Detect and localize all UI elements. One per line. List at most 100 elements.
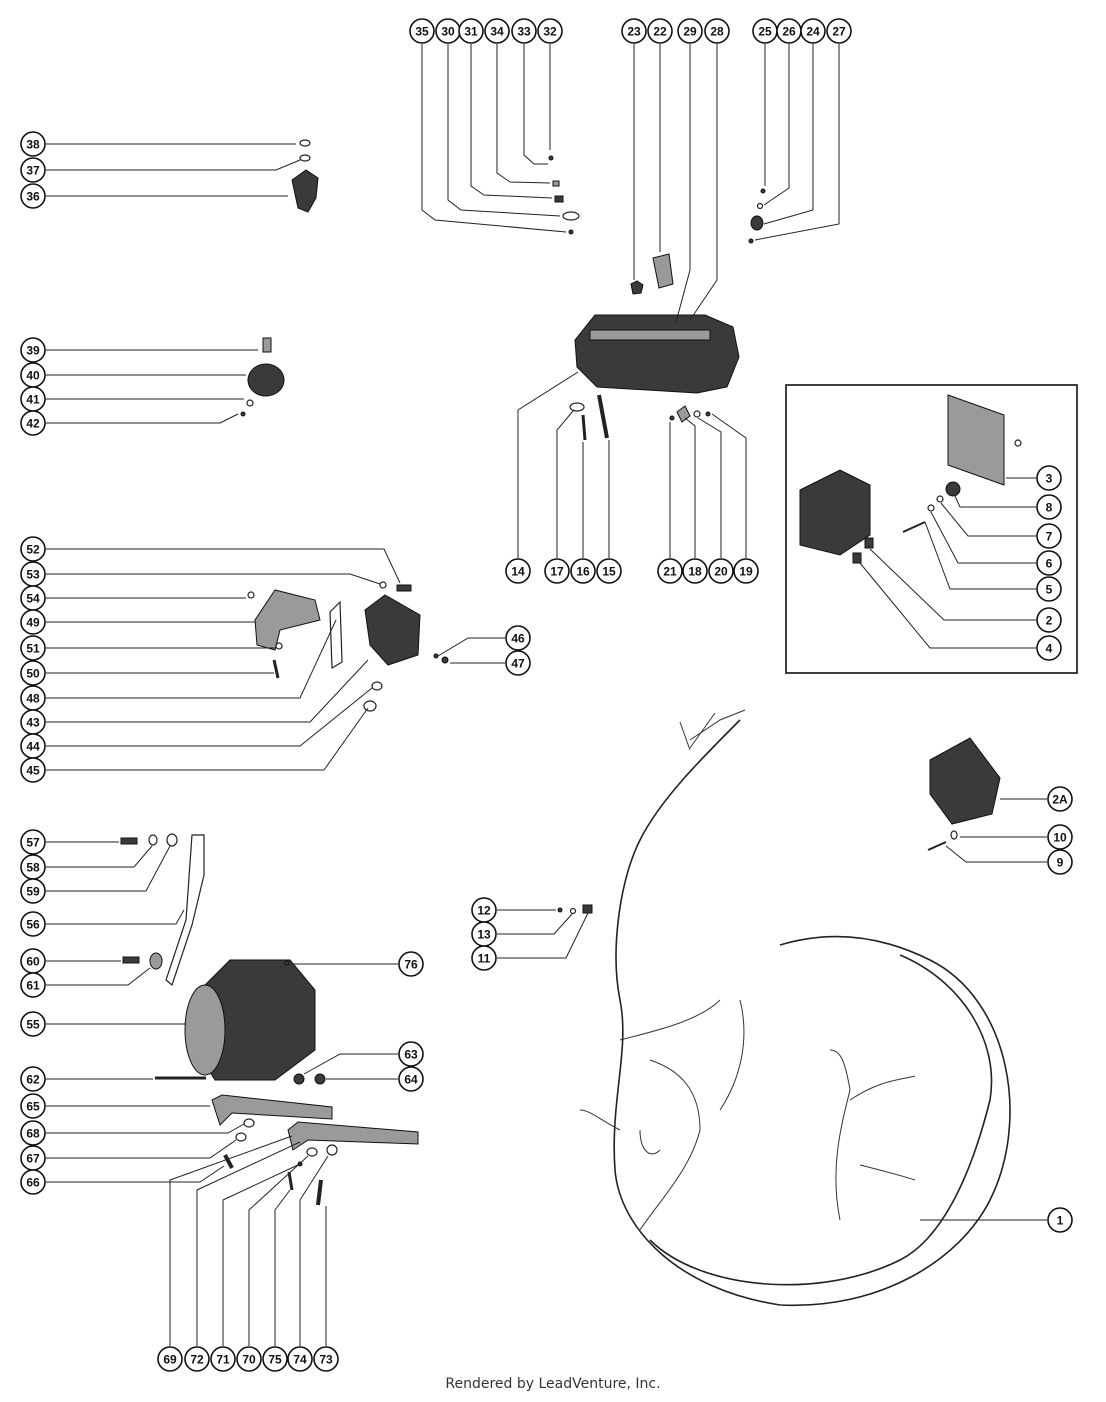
callout-30: 30 — [435, 18, 461, 44]
callout-number: 38 — [26, 138, 40, 152]
callout-circle — [20, 183, 46, 209]
callout-48: 48 — [20, 685, 46, 711]
callout-57: 57 — [20, 829, 46, 855]
callout-circle — [1047, 1207, 1073, 1233]
callout-circle — [657, 558, 683, 584]
callout-6: 6 — [1036, 550, 1062, 576]
callout-number: 76 — [404, 958, 418, 972]
callout-number: 63 — [404, 1048, 418, 1062]
callout-number: 29 — [683, 25, 697, 39]
callout-number: 28 — [710, 25, 724, 39]
callout-circle — [1036, 494, 1062, 520]
callout-number: 30 — [441, 25, 455, 39]
callout-66: 66 — [20, 1169, 46, 1195]
callout-number: 10 — [1053, 831, 1067, 845]
callout-21: 21 — [657, 558, 683, 584]
callout-9: 9 — [1047, 849, 1073, 875]
callout-14: 14 — [505, 558, 531, 584]
callout-26: 26 — [776, 18, 802, 44]
callout-circle — [20, 829, 46, 855]
callout-circle — [505, 625, 531, 651]
callout-number: 71 — [216, 1353, 230, 1367]
callout-number: 21 — [663, 565, 677, 579]
callout-44: 44 — [20, 733, 46, 759]
callout-11: 11 — [471, 945, 497, 971]
callout-61: 61 — [20, 972, 46, 998]
callout-29: 29 — [677, 18, 703, 44]
callout-circle — [471, 945, 497, 971]
callout-70: 70 — [236, 1346, 262, 1372]
callout-circle — [20, 1011, 46, 1037]
callout-58: 58 — [20, 854, 46, 880]
callout-number: 73 — [319, 1353, 333, 1367]
callout-number: 20 — [714, 565, 728, 579]
callout-number: 37 — [26, 164, 40, 178]
callout-41: 41 — [20, 386, 46, 412]
callout-circle — [20, 911, 46, 937]
callout-number: 25 — [758, 25, 772, 39]
callout-number: 12 — [477, 904, 491, 918]
callout-4: 4 — [1036, 635, 1062, 661]
callout-number: 53 — [26, 568, 40, 582]
callout-number: 3 — [1046, 472, 1053, 486]
callout-circle — [20, 1066, 46, 1092]
callout-50: 50 — [20, 660, 46, 686]
callout-55: 55 — [20, 1011, 46, 1037]
callout-circle — [677, 18, 703, 44]
callout-22: 22 — [647, 18, 673, 44]
callout-35: 35 — [409, 18, 435, 44]
callout-circle — [20, 157, 46, 183]
callout-number: 44 — [26, 740, 40, 754]
callout-68: 68 — [20, 1120, 46, 1146]
callout-circle — [505, 558, 531, 584]
callout-69: 69 — [157, 1346, 183, 1372]
callout-number: 54 — [26, 592, 40, 606]
callout-circle — [1047, 786, 1073, 812]
callout-72: 72 — [184, 1346, 210, 1372]
callout-circle — [20, 1169, 46, 1195]
callout-number: 15 — [602, 565, 616, 579]
callout-46: 46 — [505, 625, 531, 651]
callout-number: 4 — [1046, 642, 1053, 656]
callout-number: 48 — [26, 692, 40, 706]
callout-number: 35 — [415, 25, 429, 39]
callout-number: 59 — [26, 885, 40, 899]
callout-number: 43 — [26, 716, 40, 730]
callout-circle — [20, 1093, 46, 1119]
callout-number: 66 — [26, 1176, 40, 1190]
callout-25: 25 — [752, 18, 778, 44]
callout-number: 74 — [293, 1353, 307, 1367]
callout-circle — [313, 1346, 339, 1372]
callout-number: 34 — [490, 25, 504, 39]
callout-circle — [287, 1346, 313, 1372]
callout-number: 8 — [1046, 501, 1053, 515]
callout-74: 74 — [287, 1346, 313, 1372]
callout-circle — [1036, 550, 1062, 576]
callout-number: 27 — [832, 25, 846, 39]
callout-number: 60 — [26, 955, 40, 969]
callout-circle — [1036, 607, 1062, 633]
callout-number: 40 — [26, 369, 40, 383]
callout-circle — [236, 1346, 262, 1372]
callout-number: 23 — [627, 25, 641, 39]
callout-42: 42 — [20, 410, 46, 436]
callout-circle — [1036, 523, 1062, 549]
callout-2a: 2A — [1047, 786, 1073, 812]
callout-40: 40 — [20, 362, 46, 388]
callout-3: 3 — [1036, 465, 1062, 491]
callout-number: 22 — [653, 25, 667, 39]
callout-32: 32 — [537, 18, 563, 44]
callout-circle — [1036, 465, 1062, 491]
callout-circle — [20, 131, 46, 157]
callout-circle — [1036, 576, 1062, 602]
callout-19: 19 — [733, 558, 759, 584]
callout-circle — [505, 650, 531, 676]
callout-circle — [1036, 635, 1062, 661]
callout-45: 45 — [20, 757, 46, 783]
callout-circle — [537, 18, 563, 44]
callout-73: 73 — [313, 1346, 339, 1372]
callout-circle — [20, 609, 46, 635]
callout-circle — [1047, 824, 1073, 850]
